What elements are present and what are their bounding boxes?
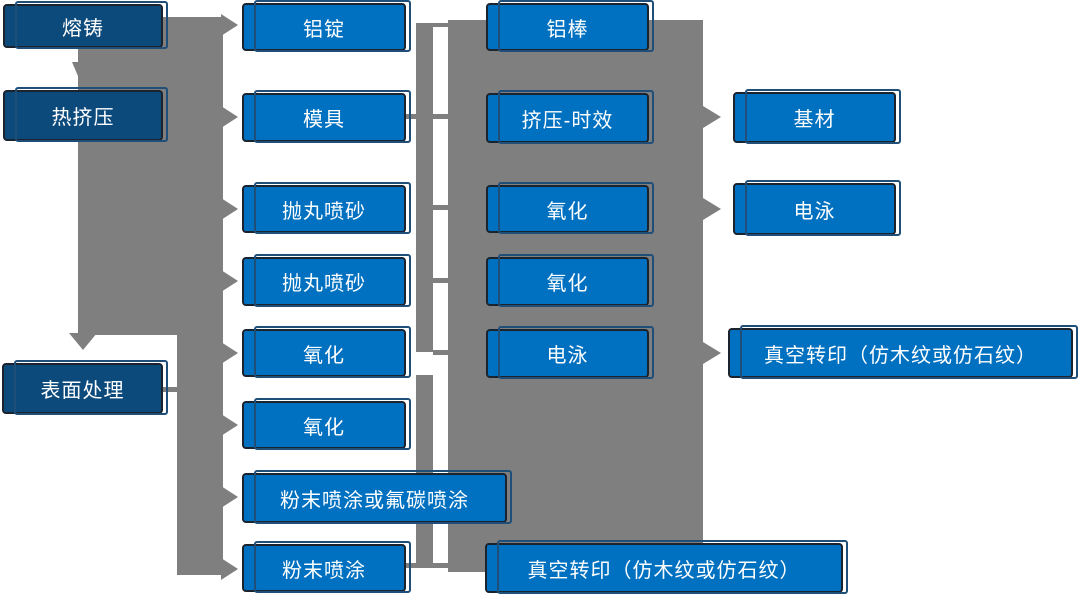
node-oxidation-4: 氧化 <box>486 254 654 307</box>
node-substrate: 基材 <box>733 89 901 144</box>
node-oxidation-1: 氧化 <box>242 326 411 378</box>
node-powder-or-fluorocarbon-coating: 粉末喷涂或氟碳喷涂 <box>242 470 512 524</box>
link-row-3 <box>433 205 448 210</box>
arrow-to-oxidation-2 <box>221 414 238 436</box>
node-extrusion-aging: 挤压-时效 <box>486 90 654 144</box>
node-aluminum-ingot: 铝锭 <box>242 0 411 52</box>
link-row-5 <box>433 350 448 355</box>
link-row-4 <box>433 278 448 283</box>
node-electrophoresis-2: 电泳 <box>733 180 901 236</box>
node-hot-extrusion: 热挤压 <box>3 87 168 142</box>
arrow-to-powder-fluorocarbon <box>221 486 238 508</box>
link-powder-row <box>406 563 448 568</box>
node-melting-casting: 熔铸 <box>3 1 168 49</box>
arrow-to-powder-coating <box>221 558 238 580</box>
arrow-down-to-surface-treatment <box>69 333 97 350</box>
node-shot-blasting-1: 抛丸喷砂 <box>242 182 411 234</box>
node-oxidation-2: 氧化 <box>242 398 411 450</box>
node-electrophoresis-1: 电泳 <box>486 326 654 379</box>
node-surface-treatment: 表面处理 <box>2 360 168 415</box>
arrow-to-electrophoresis-output <box>703 198 721 220</box>
link-ingot-row <box>433 23 448 27</box>
band-middle-upper <box>416 23 433 352</box>
arrow-to-substrate <box>703 106 721 128</box>
arrow-to-oxidation-1 <box>221 342 238 364</box>
node-vacuum-transfer-print-2: 真空转印（仿木纹或仿石纹） <box>728 325 1078 379</box>
arrow-to-mold <box>221 106 238 128</box>
arrow-down-to-hot-extrusion <box>72 62 94 88</box>
band-stage-lower <box>177 17 223 575</box>
node-shot-blasting-2: 抛丸喷砂 <box>242 254 411 307</box>
node-vacuum-transfer-print-1: 真空转印（仿木纹或仿石纹） <box>485 540 848 594</box>
arrow-to-vacuum-transfer-output <box>703 342 721 364</box>
arrow-to-aluminum-ingot <box>221 14 238 36</box>
node-powder-coating: 粉末喷涂 <box>242 541 411 593</box>
node-oxidation-3: 氧化 <box>486 182 654 234</box>
node-aluminum-rod: 铝棒 <box>486 0 654 52</box>
arrow-to-shot-blasting-2 <box>221 270 238 292</box>
arrow-to-shot-blasting-1 <box>221 198 238 220</box>
node-mold: 模具 <box>242 90 411 143</box>
link-mold-row <box>406 114 448 119</box>
link-surface-treatment <box>163 387 177 392</box>
